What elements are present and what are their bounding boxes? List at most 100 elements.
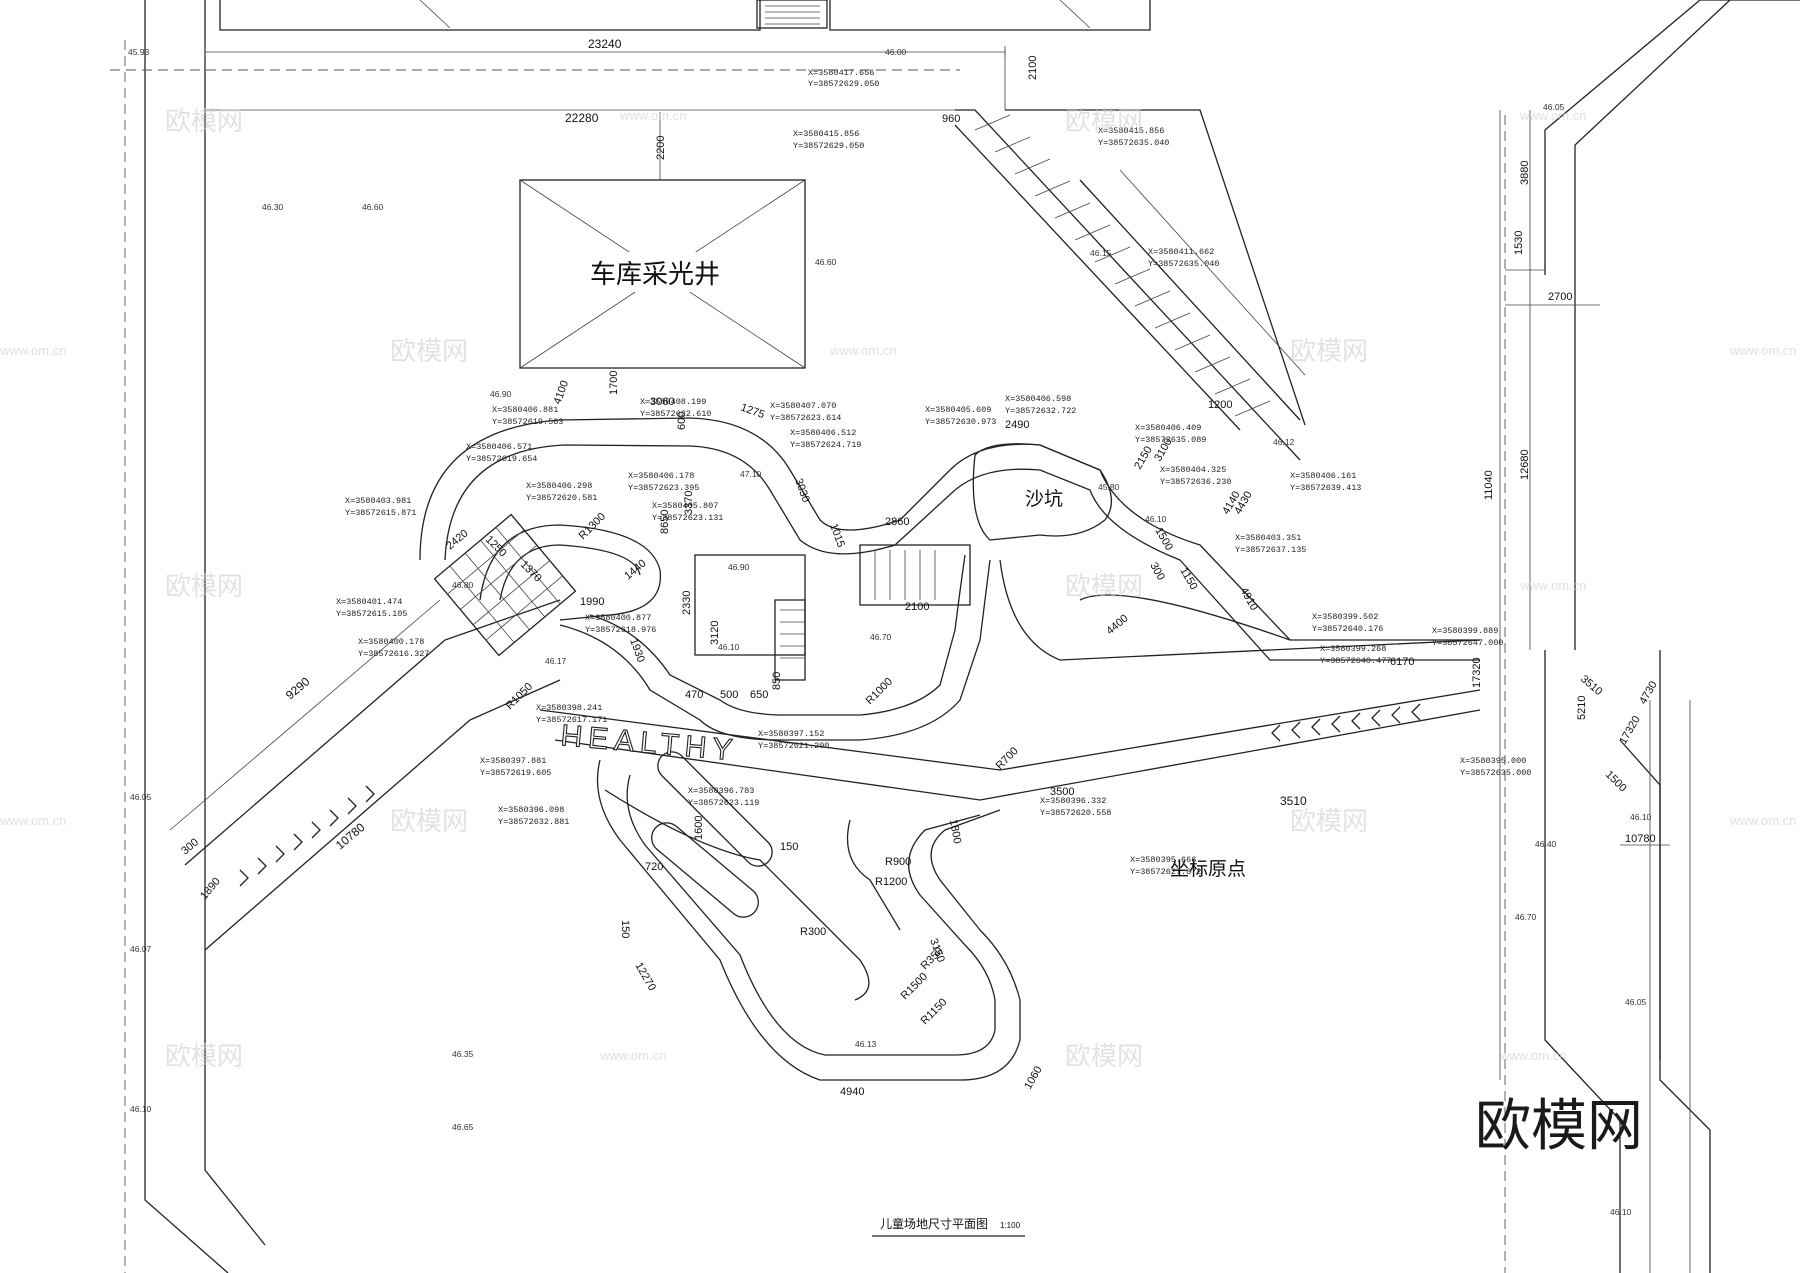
svg-text:46.05: 46.05 <box>130 792 152 802</box>
svg-text:X=3580408.199: X=3580408.199 <box>640 397 706 407</box>
svg-text:46.10: 46.10 <box>718 642 740 652</box>
svg-text:2100: 2100 <box>905 601 929 613</box>
svg-text:1930: 1930 <box>627 637 647 664</box>
svg-text:46.65: 46.65 <box>452 1122 474 1132</box>
svg-text:720: 720 <box>645 861 663 873</box>
svg-text:1015: 1015 <box>827 522 847 549</box>
dim-2200: 2200 <box>655 136 667 160</box>
svg-text:www.om.cn: www.om.cn <box>829 343 896 358</box>
svg-text:X=3580400.877: X=3580400.877 <box>585 613 651 623</box>
svg-text:Y=38572640.477: Y=38572640.477 <box>1320 656 1391 666</box>
svg-text:1600: 1600 <box>693 816 705 840</box>
svg-text:46.05: 46.05 <box>1625 997 1647 1007</box>
svg-text:R300: R300 <box>800 926 826 938</box>
svg-text:3120: 3120 <box>709 621 721 645</box>
svg-text:17320: 17320 <box>1617 714 1643 746</box>
svg-text:欧模网: 欧模网 <box>1065 1042 1143 1072</box>
svg-text:3510: 3510 <box>1280 794 1307 808</box>
svg-text:Y=38572624.719: Y=38572624.719 <box>790 440 861 450</box>
caption-scale: 1:100 <box>1000 1221 1021 1230</box>
svg-text:Y=38572647.000: Y=38572647.000 <box>1432 638 1503 648</box>
svg-text:4730: 4730 <box>1637 679 1660 706</box>
svg-text:1700: 1700 <box>608 371 620 395</box>
svg-text:X=3580400.178: X=3580400.178 <box>358 637 424 647</box>
svg-text:Y=38572627.672: Y=38572627.672 <box>1130 867 1201 877</box>
svg-text:X=3580411.662: X=3580411.662 <box>1148 247 1214 257</box>
svg-text:600: 600 <box>676 412 688 430</box>
svg-text:10780: 10780 <box>1625 833 1656 845</box>
svg-text:1890: 1890 <box>198 875 223 901</box>
site-boundary <box>110 0 1800 1273</box>
svg-text:R1500: R1500 <box>899 971 930 1002</box>
svg-text:46.60: 46.60 <box>362 202 384 212</box>
svg-text:X=3580399.889: X=3580399.889 <box>1432 626 1498 636</box>
svg-text:Y=38572621.200: Y=38572621.200 <box>758 741 829 751</box>
svg-text:欧模网: 欧模网 <box>1290 337 1368 367</box>
svg-text:11040: 11040 <box>1483 470 1495 500</box>
svg-text:500: 500 <box>720 689 738 701</box>
svg-text:150: 150 <box>619 920 631 938</box>
svg-text:Y=38572622.610: Y=38572622.610 <box>640 409 711 419</box>
svg-text:Y=38572639.413: Y=38572639.413 <box>1290 483 1361 493</box>
svg-text:X=3580405.609: X=3580405.609 <box>925 405 991 415</box>
svg-text:X=3580406.512: X=3580406.512 <box>790 428 856 438</box>
svg-text:46.10: 46.10 <box>1630 812 1652 822</box>
svg-text:Y=38572635.000: Y=38572635.000 <box>1460 768 1531 778</box>
top-dimensions: 23240 22280 960 2100 2200 <box>204 37 1039 180</box>
svg-text:R1000: R1000 <box>864 676 895 707</box>
dim-23240: 23240 <box>588 37 622 51</box>
svg-text:R1050: R1050 <box>504 681 535 712</box>
svg-text:150: 150 <box>780 841 798 853</box>
svg-text:Y=38572619.654: Y=38572619.654 <box>466 454 537 464</box>
svg-text:4940: 4940 <box>840 1086 864 1098</box>
svg-text:Y=38572635.089: Y=38572635.089 <box>1135 435 1206 445</box>
svg-text:R900: R900 <box>885 856 911 868</box>
svg-text:Y=38572623.395: Y=38572623.395 <box>628 483 699 493</box>
right-dimensions: 3880 1530 2700 11040 12680 3510 17320 15… <box>1483 110 1670 1080</box>
svg-text:10780: 10780 <box>333 820 368 852</box>
svg-text:1370: 1370 <box>518 559 544 585</box>
svg-text:Y=38572615.105: Y=38572615.105 <box>336 609 407 619</box>
svg-text:47.10: 47.10 <box>740 469 762 479</box>
svg-text:2490: 2490 <box>1005 419 1029 431</box>
svg-text:300: 300 <box>1147 561 1167 583</box>
svg-text:Y=38572636.230: Y=38572636.230 <box>1160 477 1231 487</box>
svg-text:46.35: 46.35 <box>452 1049 474 1059</box>
svg-text:9290: 9290 <box>283 674 313 702</box>
svg-text:www.om.cn: www.om.cn <box>1519 108 1586 123</box>
svg-text:46.15: 46.15 <box>1090 248 1112 258</box>
svg-text:Y=38572640.176: Y=38572640.176 <box>1312 624 1383 634</box>
svg-text:3060: 3060 <box>650 396 674 408</box>
svg-text:46.30: 46.30 <box>262 202 284 212</box>
svg-text:欧模网: 欧模网 <box>390 337 468 367</box>
svg-text:Y=38572616.327: Y=38572616.327 <box>358 649 429 659</box>
svg-text:650: 650 <box>750 689 768 701</box>
svg-text:X=3580405.807: X=3580405.807 <box>652 501 718 511</box>
coordinate-labels: X=3580417.656 Y=38572629.050 X=3580415.8… <box>336 68 1531 877</box>
svg-text:Y=38572623.131: Y=38572623.131 <box>652 513 723 523</box>
svg-text:2860: 2860 <box>885 516 909 528</box>
svg-text:X=3580415.856: X=3580415.856 <box>1098 126 1164 136</box>
svg-text:2330: 2330 <box>681 591 693 615</box>
svg-text:www.om.cn: www.om.cn <box>1729 813 1796 828</box>
svg-text:46.00: 46.00 <box>885 47 907 57</box>
svg-text:R1150: R1150 <box>919 996 950 1027</box>
svg-text:1200: 1200 <box>1208 399 1232 411</box>
healthy-label: HEALTHY <box>559 719 739 767</box>
svg-text:X=3580406.409: X=3580406.409 <box>1135 423 1201 433</box>
svg-text:46.40: 46.40 <box>1535 839 1557 849</box>
svg-text:1060: 1060 <box>1022 1064 1045 1091</box>
caption-title: 儿童场地尺寸平面图 <box>880 1216 988 1231</box>
svg-text:X=3580403.981: X=3580403.981 <box>345 496 411 506</box>
svg-text:1530: 1530 <box>1513 231 1525 255</box>
svg-text:X=3580397.881: X=3580397.881 <box>480 756 546 766</box>
svg-text:1990: 1990 <box>580 596 604 608</box>
svg-text:欧模网: 欧模网 <box>1065 572 1143 602</box>
watermark-text: 欧模网 <box>165 107 243 137</box>
svg-text:X=3580406.598: X=3580406.598 <box>1005 394 1071 404</box>
svg-text:Y=38572620.558: Y=38572620.558 <box>1040 808 1111 818</box>
svg-text:X=3580406.881: X=3580406.881 <box>492 405 558 415</box>
svg-text:X=3580406.571: X=3580406.571 <box>466 442 532 452</box>
